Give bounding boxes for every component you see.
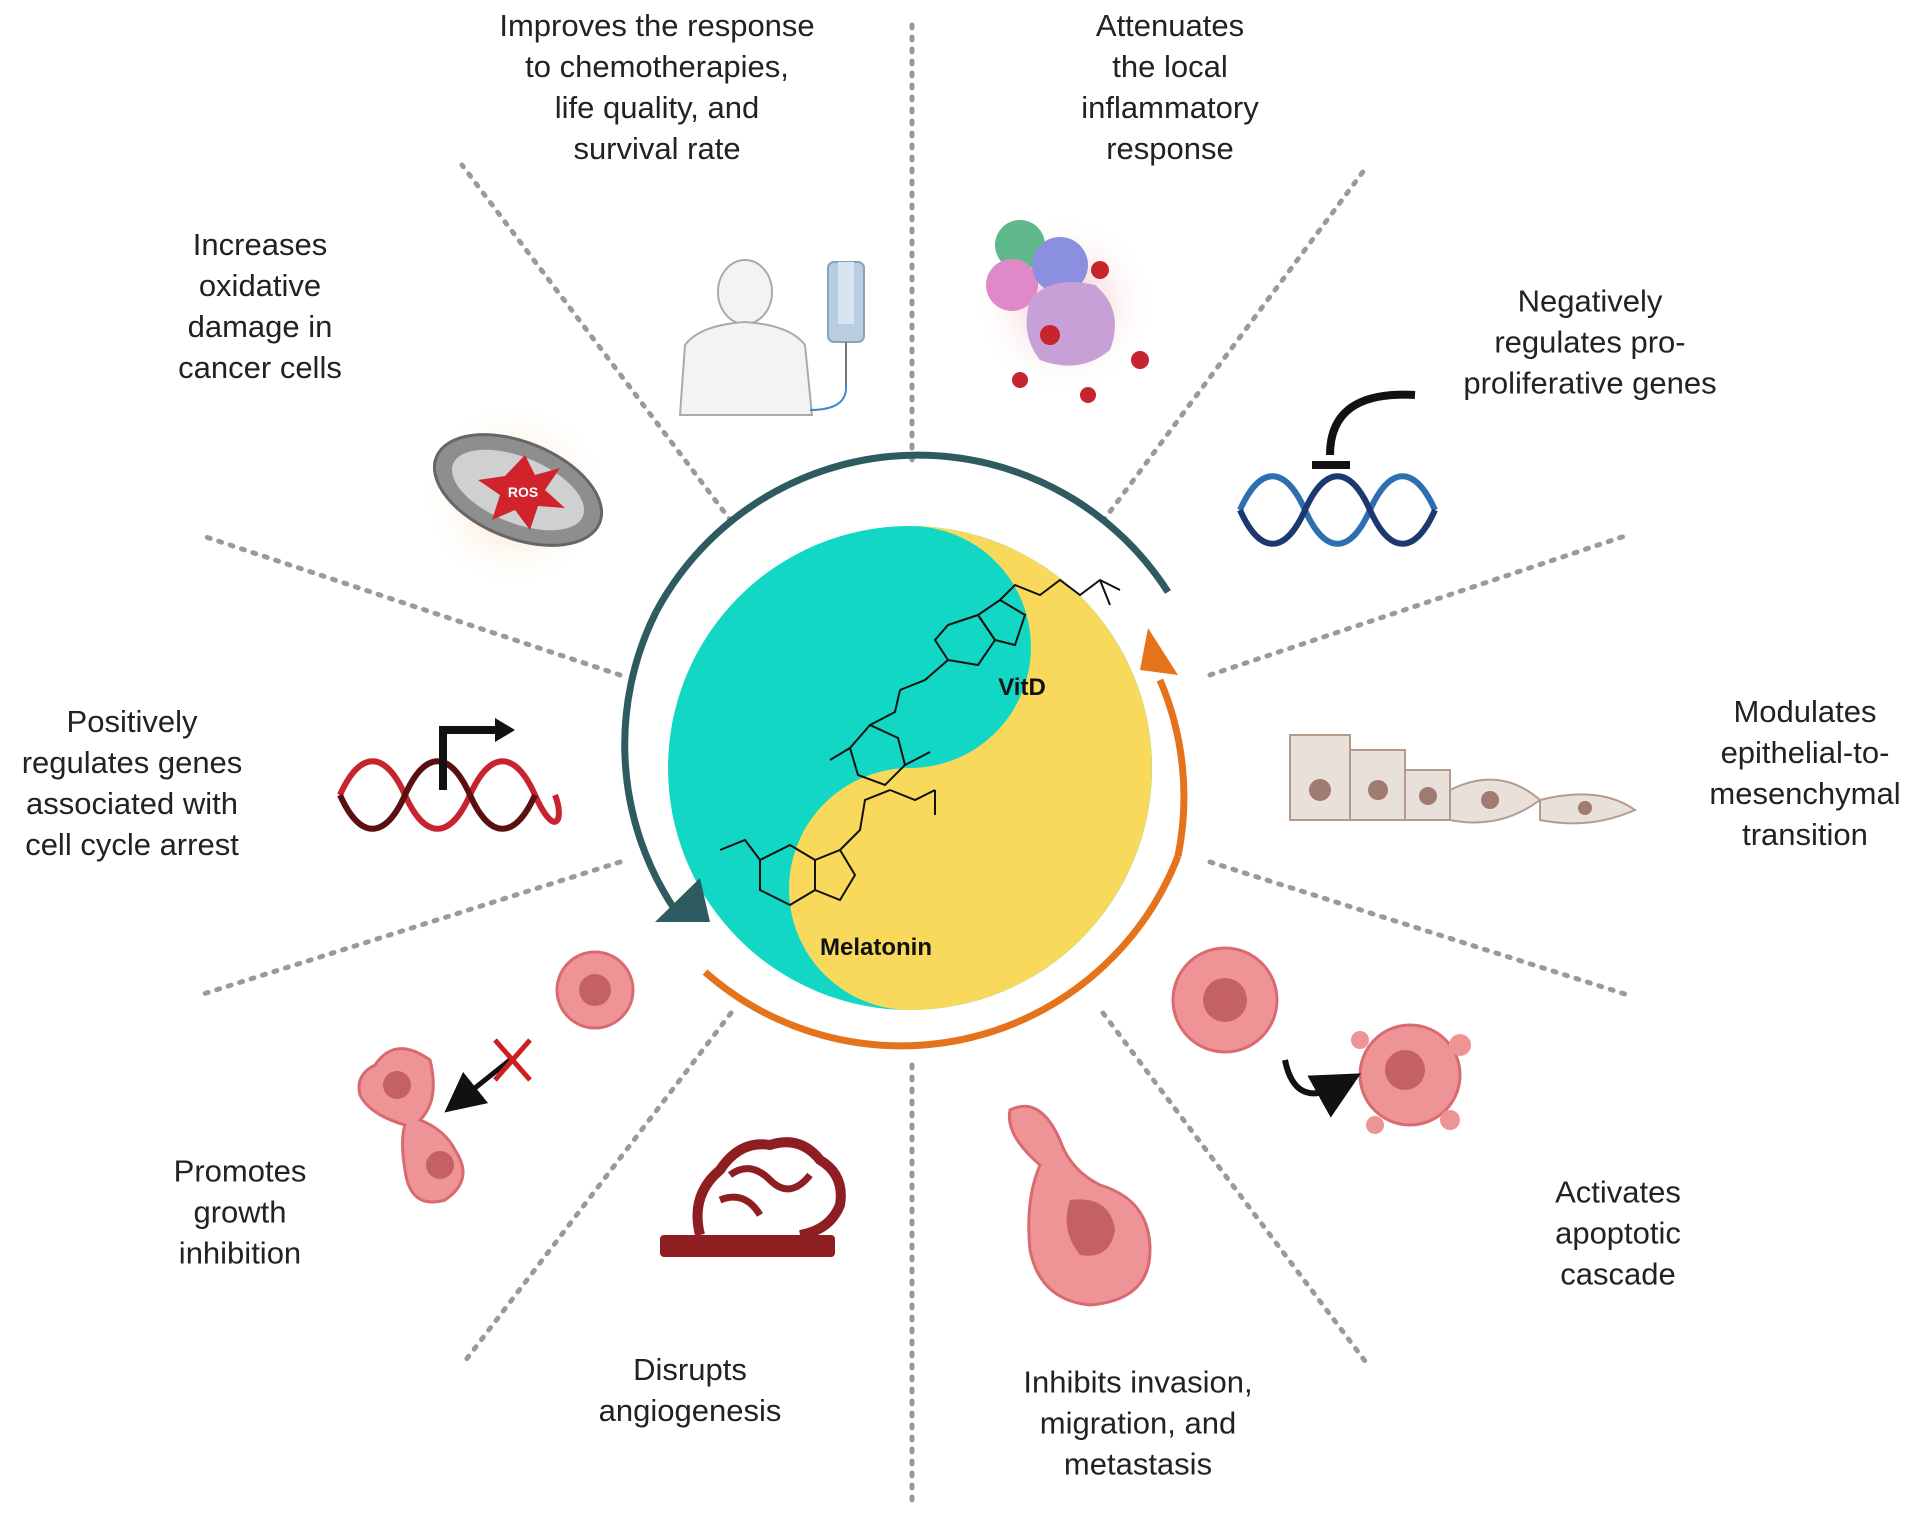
mitochondrion-ros-icon: ROS bbox=[420, 400, 610, 590]
separator-lines bbox=[197, 22, 1631, 1508]
migrating-cell-icon bbox=[1007, 1104, 1152, 1307]
dna-activation-icon bbox=[337, 718, 562, 832]
blood-vessel-icon bbox=[660, 1137, 846, 1257]
yin-yang bbox=[668, 526, 1152, 1010]
vitd-label: VitD bbox=[998, 674, 1046, 701]
cell-division-blocked-icon bbox=[357, 950, 635, 1204]
immune-cells-icon bbox=[975, 215, 1155, 403]
patient-iv-icon bbox=[678, 259, 865, 416]
ros-label: ROS bbox=[508, 484, 538, 500]
epithelial-cells-icon bbox=[1289, 734, 1638, 825]
cycle-arrows bbox=[621, 451, 1188, 1050]
dna-inhibition-icon bbox=[1237, 390, 1438, 547]
apoptotic-cell-icon bbox=[1171, 946, 1471, 1134]
melatonin-molecule bbox=[719, 789, 936, 907]
melatonin-label: Melatonin bbox=[820, 934, 932, 961]
vitd-molecule bbox=[829, 578, 1121, 787]
